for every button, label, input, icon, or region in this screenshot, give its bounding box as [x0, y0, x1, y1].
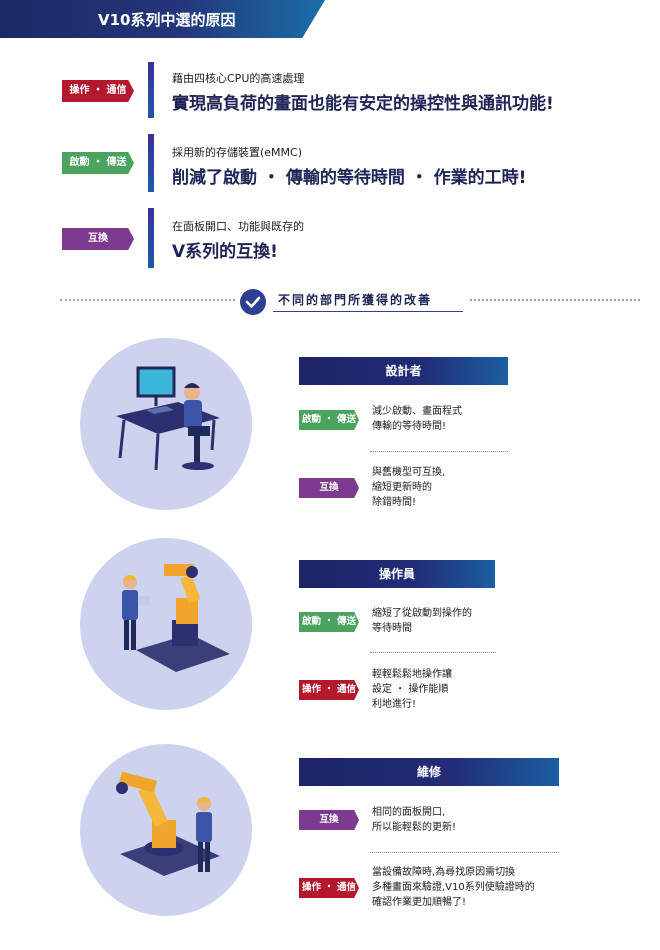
reason-accent-bar: [148, 62, 154, 118]
operator-illustration: [80, 538, 252, 710]
reason-subtitle: 採用新的存儲裝置(eMMC): [172, 146, 303, 159]
reason-headline: V系列的互換!: [172, 242, 278, 262]
check-icon: [240, 289, 266, 315]
role-header-designer: 設計者: [299, 357, 508, 385]
benefit-description: 輕輕鬆鬆地操作讓設定 ・ 操作能順利地進行!: [372, 669, 452, 710]
title-banner: [0, 0, 325, 38]
benefit-description: 相同的面板開口,所以能輕鬆的更新!: [372, 807, 457, 833]
reason-accent-bar: [148, 134, 154, 192]
role-header-maintenance: 維修: [299, 758, 559, 786]
dotted-divider-right: [470, 299, 640, 301]
reason-headline: 實現高負荷的畫面也能有安定的操控性與通訊功能!: [172, 94, 554, 114]
reason-subtitle: 在面板開口、功能與既存的: [172, 220, 304, 233]
benefit-tag-operation: 操作 ・ 通信: [299, 680, 359, 700]
benefit-separator: [370, 652, 496, 653]
benefit-tag-compatibility: 互換: [299, 478, 359, 498]
benefit-description: 與舊機型可互換,縮短更新時的除錯時間!: [372, 467, 446, 508]
benefit-tag-compatibility: 互換: [299, 810, 359, 830]
role-header-operator: 操作員: [299, 560, 495, 588]
reason-accent-bar: [148, 208, 154, 268]
benefit-tag-startup: 啟動 ・ 傳送: [299, 410, 359, 430]
benefit-description: 減少啟動、畫面程式傳輸的等待時間!: [372, 406, 462, 432]
reason-subtitle: 藉由四核心CPU的高速處理: [172, 72, 305, 85]
benefit-description: 當設備故障時,為尋找原因需切換多種畫面來驗證,V10系列使驗證時的確認作業更加順…: [372, 867, 535, 908]
reason-tag-startup: 啟動 ・ 傳送: [62, 152, 134, 174]
benefit-tag-operation: 操作 ・ 通信: [299, 878, 359, 898]
section-underline: [273, 311, 463, 312]
page-title: V10系列中選的原因: [98, 11, 236, 29]
benefit-separator: [370, 451, 508, 452]
designer-illustration: [80, 338, 252, 510]
reason-tag-compatibility: 互換: [62, 228, 134, 250]
reason-headline: 削減了啟動 ・ 傳輸的等待時間 ・ 作業的工時!: [172, 168, 527, 188]
benefit-description: 縮短了從啟動到操作的等待時間: [372, 608, 472, 634]
dotted-divider-left: [60, 299, 235, 301]
section-title: 不同的部門所獲得的改善: [278, 293, 433, 307]
benefit-tag-startup: 啟動 ・ 傳送: [299, 612, 359, 632]
benefit-separator: [370, 852, 559, 853]
reason-tag-operation: 操作 ・ 通信: [62, 80, 134, 102]
maintenance-illustration: [80, 744, 252, 916]
